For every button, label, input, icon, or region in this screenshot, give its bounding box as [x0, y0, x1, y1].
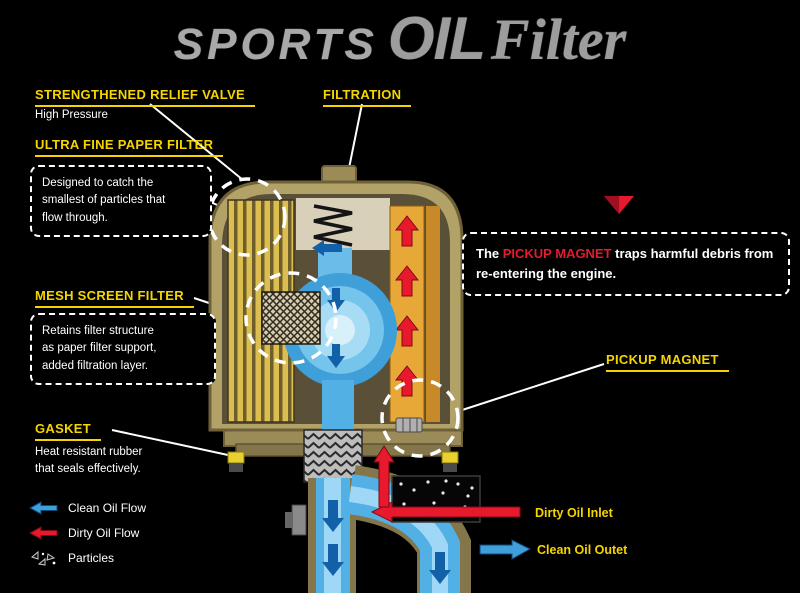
pickup-magnet-part — [395, 417, 423, 433]
relief-valve-port — [321, 165, 357, 185]
relief-valve-circle — [207, 177, 287, 257]
relief-valve-spring — [313, 204, 353, 247]
red-triangle-marker — [604, 196, 634, 214]
legend-label-dirty: Dirty Oil Flow — [68, 526, 140, 540]
clean-oil-down-arrows — [322, 500, 451, 584]
label-filtration: FILTRATION — [323, 87, 412, 107]
mesh-screen-circle — [244, 271, 338, 365]
note-pre: The — [476, 246, 503, 261]
filter-base — [223, 425, 463, 472]
title-oil: OIL — [387, 5, 486, 72]
dirty-flow-arrow-icon — [28, 526, 58, 540]
clean-oil-swirl — [283, 248, 397, 432]
clean-oil-inner-arrows — [312, 240, 345, 368]
canister-body — [208, 180, 464, 432]
clean-oil-outlet-pipe — [316, 474, 460, 593]
label-mesh-filter: MESH SCREEN FILTER — [35, 288, 194, 308]
gasket-right — [441, 451, 459, 464]
dirty-oil-inlet-flow — [370, 445, 521, 523]
title-sports: SPORTS — [173, 20, 378, 69]
title-filter: Filter — [490, 7, 627, 72]
legend: Clean Oil Flow Dirty Oil Flow Particles — [28, 499, 146, 567]
legend-label-clean: Clean Oil Flow — [68, 501, 147, 515]
legend-item-dirty: Dirty Oil Flow — [28, 524, 146, 542]
label-gasket: GASKET — [35, 421, 101, 441]
mesh-screen-patch — [261, 291, 321, 345]
pickup-magnet-note: The PICKUP MAGNET traps harmful debris f… — [462, 232, 790, 297]
legend-item-particles: Particles — [28, 549, 146, 567]
note-post: traps harmful debris from re-entering th… — [476, 246, 774, 282]
dirty-oil-inlet-arrow — [370, 501, 521, 523]
legend-label-particles: Particles — [68, 551, 115, 565]
clean-flow-arrow-icon — [28, 501, 58, 515]
note-highlight: PICKUP MAGNET — [502, 246, 612, 261]
label-relief-valve: STRENGTHENED RELIEF VALVE — [35, 87, 255, 107]
desc-paper-filter: Designed to catch the smallest of partic… — [30, 165, 212, 237]
label-dirty-oil-inlet: Dirty Oil Inlet — [535, 506, 613, 520]
label-relief-valve-subtitle: High Pressure — [35, 109, 108, 121]
paper-filter-pleats — [227, 199, 295, 423]
gasket-left — [227, 451, 245, 464]
pickup-magnet-circle — [380, 378, 460, 458]
dirty-oil-up-arrows — [394, 215, 420, 397]
label-paper-filter: ULTRA FINE PAPER FILTER — [35, 137, 224, 157]
outlet-pipe-housing — [285, 465, 471, 593]
desc-gasket: Heat resistant rubber that seals effecti… — [35, 446, 143, 476]
threaded-tube — [303, 429, 363, 483]
particles-icon — [30, 550, 56, 566]
clean-oil-outlet-arrow — [479, 539, 532, 560]
desc-mesh-filter: Retains filter structure as paper filter… — [30, 313, 216, 385]
label-clean-oil-outlet: Clean Oil Outet — [537, 543, 628, 557]
legend-item-clean: Clean Oil Flow — [28, 499, 146, 517]
dirty-oil-column — [389, 205, 440, 423]
label-pickup-magnet: PICKUP MAGNET — [606, 352, 729, 372]
particle-debris-box — [391, 475, 481, 523]
